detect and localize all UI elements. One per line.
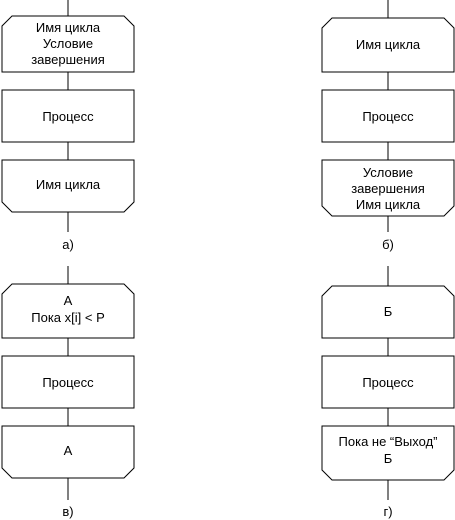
bottom-label-line: Пока не “Выход” — [339, 434, 438, 449]
process-block — [1, 89, 135, 143]
loop-end-block — [321, 425, 455, 481]
loop-start-block — [1, 283, 135, 339]
loop-start-block — [321, 285, 455, 339]
bottom-label-line: Б — [384, 451, 393, 466]
diagram-caption: г) — [383, 504, 392, 519]
top-label-line: Пока x[i] < P — [31, 310, 105, 325]
process-block — [1, 355, 135, 409]
process-label: Процесс — [362, 109, 414, 124]
process-label: Процесс — [362, 375, 414, 390]
top-label-line: А — [64, 293, 73, 308]
process-label: Процесс — [42, 375, 94, 390]
process-label: Процесс — [42, 109, 94, 124]
loop-end-block — [1, 159, 135, 213]
top-label-line: Условие — [43, 36, 93, 51]
diagram-caption: б) — [382, 237, 394, 252]
diagram-caption: а) — [62, 237, 74, 252]
diagram-c: А Пока x[i] < P Процесс А в) — [1, 266, 135, 519]
diagram-caption: в) — [62, 504, 73, 519]
top-label-line: Имя цикла — [36, 20, 101, 35]
loop-end-block — [1, 425, 135, 479]
bottom-label-line: Имя цикла — [36, 177, 101, 192]
bottom-label-line: Имя цикла — [356, 197, 421, 212]
process-block — [321, 89, 455, 143]
loop-end-block — [321, 159, 455, 217]
bottom-label-line: завершения — [351, 181, 425, 196]
bottom-label-line: А — [64, 443, 73, 458]
top-label-line: Имя цикла — [356, 37, 421, 52]
process-block — [321, 355, 455, 409]
diagram-d: Б Процесс Пока не “Выход” Б г) — [321, 266, 455, 519]
diagram-a: Имя цикла Условие завершения Процесс Имя… — [1, 0, 135, 252]
loop-start-block — [321, 17, 455, 73]
bottom-label-line: Условие — [363, 165, 413, 180]
loop-start-block — [1, 15, 135, 73]
top-label-line: Б — [384, 304, 393, 319]
top-label-line: завершения — [31, 52, 105, 67]
diagram-b: Имя цикла Процесс Условие завершения Имя… — [321, 0, 455, 252]
